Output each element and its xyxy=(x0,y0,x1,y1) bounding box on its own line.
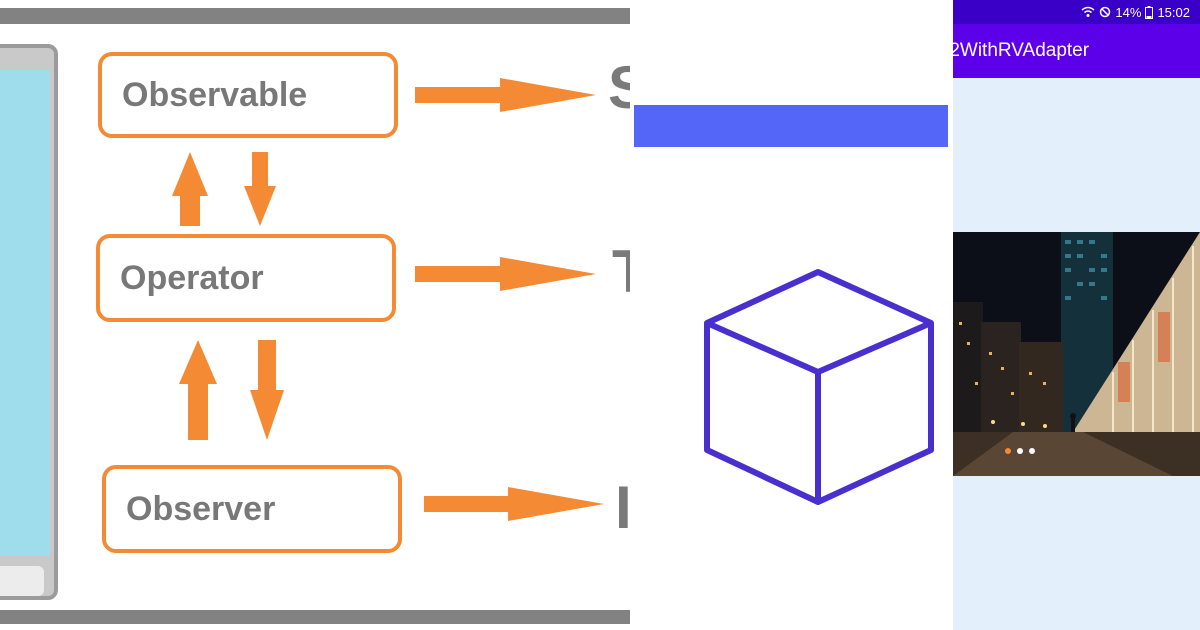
rx-diagram-panel: Observable Operator Observer S T I xyxy=(0,8,630,624)
battery-percentage: 14% xyxy=(1115,4,1142,20)
phone-illustration xyxy=(0,44,58,600)
carousel-dot-3[interactable] xyxy=(1029,448,1035,454)
carousel-dot-2[interactable] xyxy=(1017,448,1023,454)
cube-panel xyxy=(630,0,953,630)
operator-label: Operator xyxy=(120,258,264,297)
android-app-panel: 14% 15:02 r2WithRVAdapter xyxy=(953,0,1200,630)
operator-box: Operator xyxy=(96,234,396,322)
status-bar: 14% 15:02 xyxy=(953,0,1200,24)
blue-bar xyxy=(634,105,948,147)
wifi-icon xyxy=(1081,6,1095,17)
observer-box: Observer xyxy=(102,465,402,553)
right-arrow-observer xyxy=(424,487,604,521)
observable-label: Observable xyxy=(122,75,308,114)
phone-screen xyxy=(0,70,50,556)
cube-icon xyxy=(704,269,934,505)
arrow-observable-to-operator xyxy=(244,152,276,226)
cut-off-letter-1: S xyxy=(608,54,630,121)
arrow-observer-to-operator xyxy=(179,340,217,440)
observable-box: Observable xyxy=(98,52,398,138)
carousel-image[interactable] xyxy=(953,232,1200,476)
carousel-indicator xyxy=(1005,448,1035,454)
bottom-gray-bar xyxy=(0,610,630,624)
battery-icon xyxy=(1145,5,1154,19)
status-time: 15:02 xyxy=(1157,4,1190,20)
top-gray-bar xyxy=(0,8,630,24)
arrow-operator-to-observable xyxy=(172,152,208,226)
cut-off-letter-2: T xyxy=(612,242,630,302)
flow-arrows xyxy=(172,78,604,521)
phone-home-area xyxy=(0,566,44,596)
app-title: r2WithRVAdapter xyxy=(953,40,1090,61)
arrow-operator-to-observer xyxy=(250,340,284,440)
right-arrow-observable xyxy=(415,78,596,112)
carousel-dot-1[interactable] xyxy=(1005,448,1011,454)
app-bar: r2WithRVAdapter xyxy=(953,24,1200,78)
cut-off-letter-3: I xyxy=(615,474,630,541)
right-arrow-operator xyxy=(415,257,596,291)
observer-label: Observer xyxy=(126,489,276,528)
do-not-disturb-icon xyxy=(1100,6,1111,18)
